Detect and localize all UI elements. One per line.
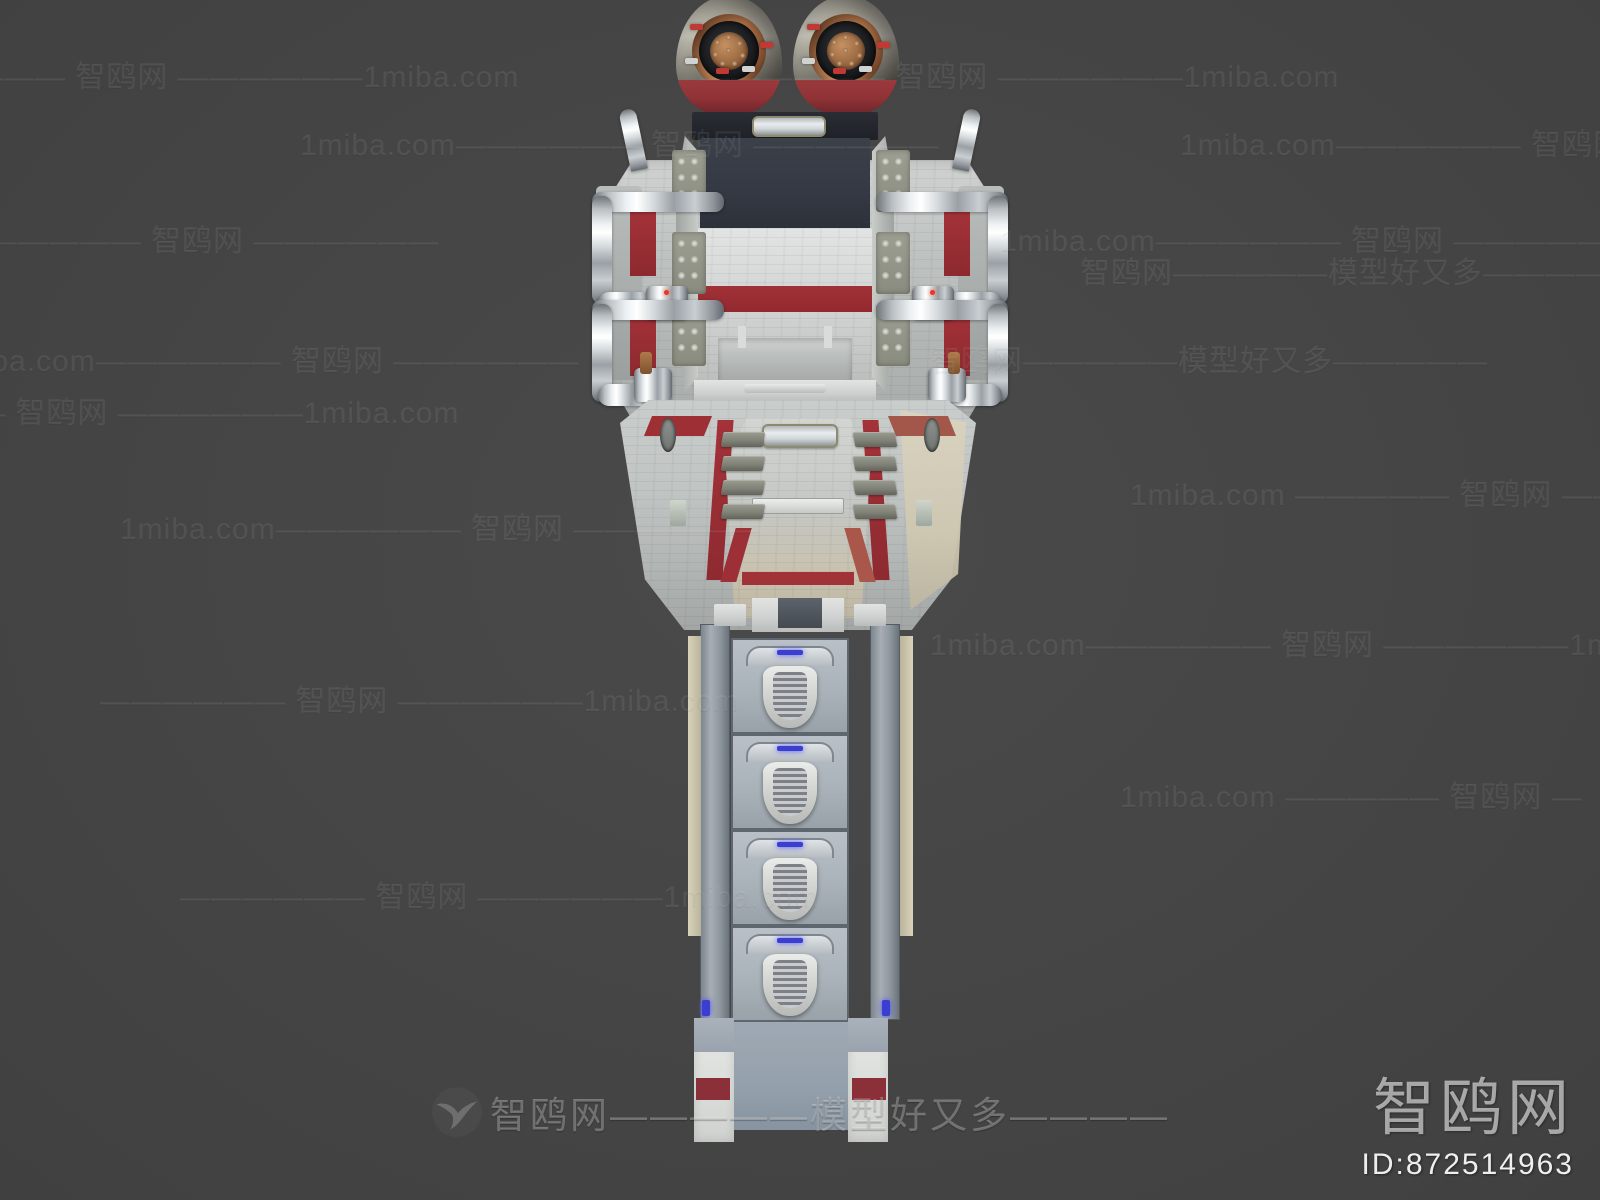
status-led-left [664, 290, 669, 295]
tail-segment-2 [731, 734, 849, 830]
pipe-cap-right-lower [928, 368, 966, 402]
mid-hull-handle[interactable] [762, 424, 838, 448]
dorsal-handle-top[interactable] [752, 116, 826, 137]
copper-nub-right [948, 352, 960, 374]
pipe-cap-left-lower [634, 368, 672, 402]
seagull-bird-icon [436, 1101, 478, 1130]
pipe-horizontal-left-lower [592, 300, 724, 320]
brand-watermark: 智鸥网 ID:872514963 [1362, 1078, 1575, 1182]
pipe-vertical-right-upper [988, 196, 1008, 304]
copper-nub-left [640, 352, 652, 374]
thruster-red-band-right [793, 80, 899, 114]
vent-slat-l4 [720, 504, 766, 519]
tail-led-left [702, 1000, 710, 1016]
status-led-right [930, 290, 935, 295]
vent-slat-r3 [852, 480, 898, 495]
dorsal-panel [700, 138, 870, 230]
center-red-stripe [694, 286, 876, 312]
tail-segment-1 [731, 638, 849, 734]
stud-left-2 [672, 232, 706, 294]
chevron-base [742, 572, 854, 585]
model-id-label: ID:872514963 [1361, 1148, 1574, 1181]
pipe-horizontal-right-lower [876, 300, 1008, 320]
pipe-riser-left [618, 107, 648, 172]
left-thruster [676, 0, 782, 114]
vent-slat-r4 [852, 504, 898, 519]
tail-rail-left [700, 624, 730, 1020]
side-sensor-right [916, 500, 932, 526]
tail-led-right [882, 1000, 890, 1016]
pipe-horizontal-right-upper [876, 192, 1008, 212]
mid-hull-light-bar [752, 498, 844, 514]
oval-port-left [660, 418, 676, 452]
vent-slat-r2 [852, 456, 898, 471]
vent-slat-l2 [720, 456, 766, 471]
shoulder-red-right [887, 416, 957, 436]
tail-trim-right [900, 636, 913, 936]
thruster-hub-right [827, 32, 865, 70]
right-thruster [793, 0, 899, 114]
foot-collar-right [848, 1018, 888, 1052]
oval-port-right [924, 418, 940, 452]
pipe-vertical-right-lower [988, 304, 1008, 402]
foot-red-mark-left [696, 1078, 730, 1100]
pipe-vertical-left-lower [592, 304, 612, 402]
tail-segment-3 [731, 830, 849, 926]
tail-latch-right[interactable] [854, 604, 886, 626]
tail-coupler [778, 598, 822, 628]
tail-foot-center [731, 1022, 849, 1130]
tail-rail-right [870, 624, 900, 1020]
pipe-vertical-left-upper [592, 196, 612, 304]
vent-slat-l3 [720, 480, 766, 495]
bottom-banner: 智鸥网—————模型好又多———— [0, 1082, 1600, 1142]
stud-right-2 [876, 232, 910, 294]
vent-slat-r1 [852, 432, 898, 447]
thruster-hub-left [710, 32, 748, 70]
tail-trim-left [688, 636, 701, 936]
pipe-riser-right [952, 107, 982, 172]
thruster-red-band-left [676, 80, 782, 114]
pipe-horizontal-left-upper [592, 192, 724, 212]
shoulder-red-left [643, 416, 713, 436]
foot-collar-left [694, 1018, 734, 1052]
tail-segment-4 [731, 926, 849, 1022]
vent-slat-l1 [720, 432, 766, 447]
tail-latch-left[interactable] [714, 604, 746, 626]
banner-text: 智鸥网—————模型好又多———— [490, 1095, 1170, 1136]
foot-red-mark-right [852, 1078, 886, 1100]
side-sensor-left [670, 500, 686, 526]
brand-name: 智鸥网 [1372, 1074, 1574, 1143]
